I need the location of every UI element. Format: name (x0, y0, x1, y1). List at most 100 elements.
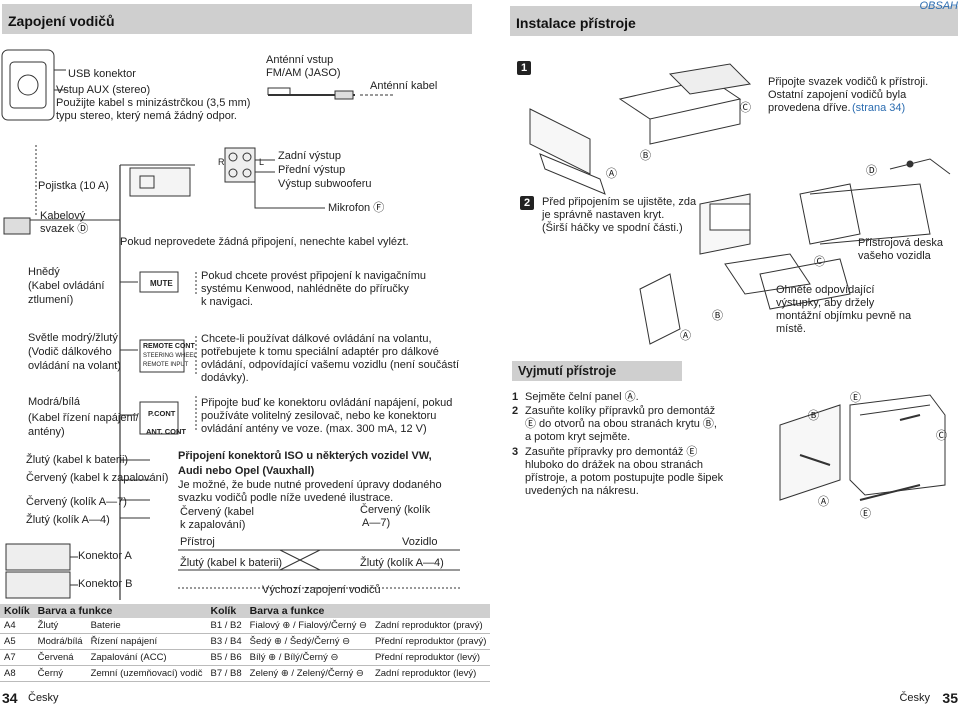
table-cell: Zapalování (ACC) (86, 649, 207, 666)
bend-label-4: místě. (776, 323, 806, 335)
harness-label-1: Kabelový (40, 210, 86, 222)
installation-diagram (529, 63, 951, 345)
table-cell: Zemní (uzemňovací) vodič (86, 665, 207, 682)
table-header-row: Kolík Barva a funkce Kolík Barva a funkc… (0, 604, 491, 618)
head-unit-sketch (1, 49, 55, 121)
table-header: Barva a funkce (245, 604, 491, 618)
iso-default-label: Výchozí zapojení vodičů (262, 584, 381, 596)
left-header-title: Zapojení vodičů (8, 13, 115, 29)
iso-vehicle-label: Vozidlo (402, 536, 438, 548)
step2-text-3: (Širší háčky ve spodní části.) (542, 222, 683, 234)
obsah-link[interactable]: OBSAH (919, 0, 958, 12)
table-cell: Modrá/bílá (33, 633, 87, 650)
table-row: A4 Žlutý Baterie B1 / B2 Fialový ⊕ / Fia… (0, 618, 491, 634)
table-cell: B5 / B6 (206, 649, 246, 666)
rear-out-label: Zadní výstup (278, 150, 341, 162)
left-language: Česky (28, 692, 59, 704)
lightblue-label-1: Světle modrý/žlutý (28, 332, 118, 344)
label-c-1: Ⓒ (740, 102, 751, 114)
wiring-diagram (1, 49, 460, 600)
aux-line3: typu stereo, který nemá žádný odpor. (56, 110, 237, 122)
table-row: A8 Černý Zemní (uzemňovací) vodič B7 / B… (0, 665, 491, 682)
table-cell: Řízení napájení (86, 633, 207, 650)
brown-label-3: ztlumení) (28, 294, 74, 306)
label-e-1: Ⓔ (850, 392, 861, 404)
label-e-2: Ⓔ (860, 508, 871, 520)
right-header-bar: Instalace přístroje (510, 6, 958, 36)
removal-step2-num: 2 (512, 405, 519, 417)
lightblue-label-2: (Vodič dálkového (28, 346, 112, 358)
table-cell: Bílý ⊕ / Bílý/Černý ⊖ (245, 649, 371, 666)
removal-step1-num: 1 (512, 391, 519, 403)
iso-red-cable-2: k zapalování) (180, 519, 246, 531)
iso-red-pin-1: Červený (kolík (360, 504, 431, 516)
step1-badge: 1 (517, 58, 531, 76)
iso-title-1: Připojení konektorů ISO u některých vozi… (178, 450, 432, 462)
label-a-3: Ⓐ (818, 496, 829, 508)
table-row: A5 Modrá/bílá Řízení napájení B3 / B4 Še… (0, 633, 491, 650)
iso-body-1: Je možné, že bude nutné provedení úpravy… (178, 479, 442, 491)
lightblue-label-3: ovládání na volant) (28, 360, 121, 372)
iso-red-pin-2: A—7) (362, 517, 391, 529)
bluewhite-label-2: (Kabel řízení napájení/ (28, 412, 139, 424)
removal-diagram (779, 394, 946, 501)
antcont-tag: ANT. CONT (146, 427, 186, 436)
bluewhite-label-3: antény) (28, 426, 65, 438)
removal-title-bar: Vyjmutí přístroje (512, 361, 682, 381)
rca-r-label: R (218, 157, 225, 167)
removal-step2-3: a potom kryt sejměte. (525, 431, 631, 443)
table-cell: A8 (0, 665, 34, 682)
pcont-note-2: používáte volitelný zesilovač, nebo ke k… (201, 410, 437, 422)
steer-note-1: Chcete-li používat dálkové ovládání na v… (201, 333, 432, 345)
antenna-input-1: Anténní vstup (266, 54, 334, 66)
removal-step2-2: Ⓔ do otvorů na obou stranách krytu Ⓑ, (525, 418, 717, 430)
brown-label-2: (Kabel ovládání (28, 280, 105, 292)
aux-line1: Vstup AUX (stereo) (56, 84, 151, 96)
right-page-number: 35 (942, 690, 958, 706)
bend-label-3: montážní objímku pevně na (776, 310, 912, 322)
left-page-number: 34 (2, 690, 18, 706)
connector-a-label: Konektor A (78, 550, 132, 562)
rca-l-label: L (259, 157, 265, 167)
step1-text-3: provedena dříve. (768, 102, 851, 114)
table-header: Barva a funkce (33, 604, 207, 618)
front-out-label: Přední výstup (278, 164, 346, 176)
table-cell: Fialový ⊕ / Fialový/Černý ⊖ (245, 618, 371, 634)
iso-yellow-cable: Žlutý (kabel k baterii) (180, 557, 283, 569)
table-cell: B7 / B8 (206, 665, 246, 682)
table-cell: Žlutý (33, 618, 87, 634)
iso-title-2: Audi nebo Opel (Vauxhall) (178, 465, 315, 477)
table-header: Kolík (0, 604, 34, 618)
table-cell: Šedý ⊕ / Šedý/Černý ⊖ (245, 633, 371, 650)
harness-label-2: svazek Ⓓ (40, 223, 89, 235)
yellow-battery-label: Žlutý (kabel k baterii) (26, 454, 129, 466)
table-cell: A5 (0, 633, 34, 650)
removal-step3-1: Zasuňte přípravky pro demontáž Ⓔ (525, 446, 698, 458)
left-header-bar: Zapojení vodičů (2, 4, 472, 34)
label-b-1: Ⓑ (640, 150, 651, 162)
step2-text-2: je správně nastaven kryt. (542, 209, 665, 221)
label-d-1: Ⓓ (866, 165, 877, 177)
table-header: Kolík (206, 604, 246, 618)
bend-label-1: Ohněte odpovídající (776, 284, 875, 296)
bend-label-2: výstupky, aby držely (776, 297, 875, 309)
nav-note-1: Pokud chcete provést připojení k navigač… (201, 270, 427, 282)
antenna-input-2: FM/AM (JASO) (266, 67, 341, 79)
label-c-3: Ⓒ (936, 430, 947, 442)
removal-title: Vyjmutí přístroje (518, 364, 617, 378)
pcont-tag: P.CONT (148, 409, 176, 418)
steer-note-4: dodávky). (201, 372, 249, 384)
dashboard-label-2: vašeho vozidla (858, 250, 931, 262)
table-cell: Přední reproduktor (levý) (370, 649, 491, 666)
step1-page-link[interactable]: (strana 34) (852, 102, 906, 114)
remote-tag-1: REMOTE CONT (143, 343, 195, 350)
step1-text-1: Připojte svazek vodičů k přístroji. (768, 76, 929, 88)
steer-note-3: ovládání, odpovídající vašemu vozidlu (n… (201, 359, 460, 371)
table-cell: Přední reproduktor (pravý) (370, 633, 491, 650)
connector-b-label: Konektor B (78, 578, 133, 590)
step2-text-1: Před připojením se ujistěte, zda (542, 196, 697, 208)
table-cell: Baterie (86, 618, 207, 634)
nav-note-2: systému Kenwood, nahlédněte do příručky (201, 283, 409, 295)
antenna-cable-label: Anténní kabel (370, 80, 438, 92)
mic-label: Mikrofon Ⓕ (328, 202, 385, 214)
